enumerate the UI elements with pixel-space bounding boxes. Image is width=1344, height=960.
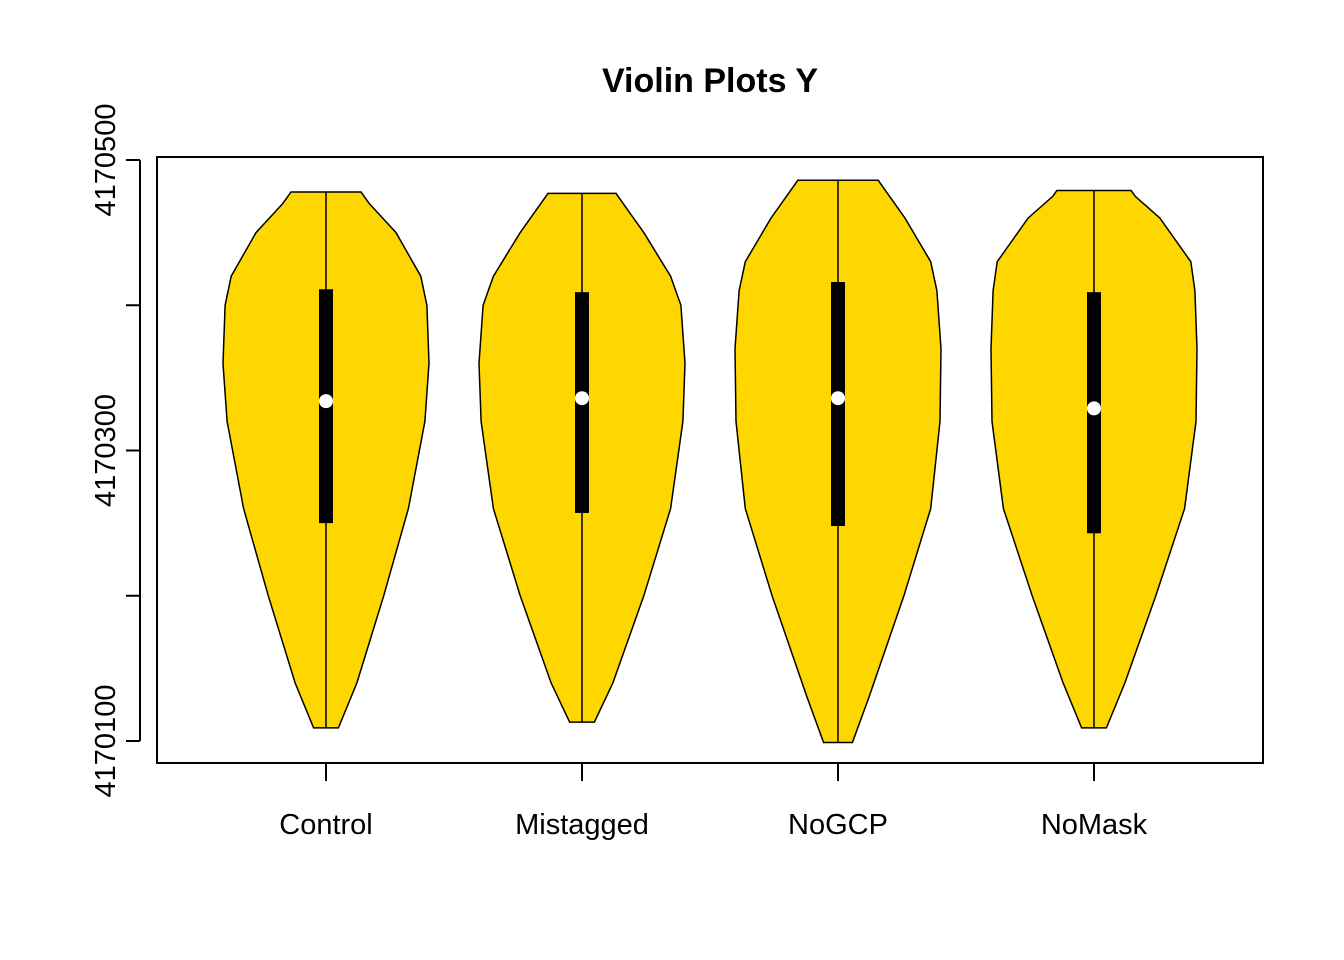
- violin-median: [831, 391, 845, 406]
- violin-median: [1087, 401, 1101, 416]
- violins-group: [222, 179, 1198, 744]
- x-tick-label: NoGCP: [788, 809, 888, 841]
- x-tick-label: Control: [279, 809, 373, 841]
- y-tick-label: 4170300: [90, 394, 122, 507]
- violin-median: [319, 394, 333, 409]
- x-tick-label: NoMask: [1041, 809, 1148, 841]
- y-tick-label: 4170500: [90, 104, 122, 217]
- x-axis: Control Mistagged NoGCP NoMask: [279, 762, 1148, 841]
- chart-title: Violin Plots Y: [602, 62, 818, 100]
- x-tick-label: Mistagged: [515, 809, 649, 841]
- y-axis: 4170100 4170300 4170500: [90, 104, 141, 798]
- violin-median: [575, 391, 589, 406]
- y-tick-label: 4170100: [90, 685, 122, 798]
